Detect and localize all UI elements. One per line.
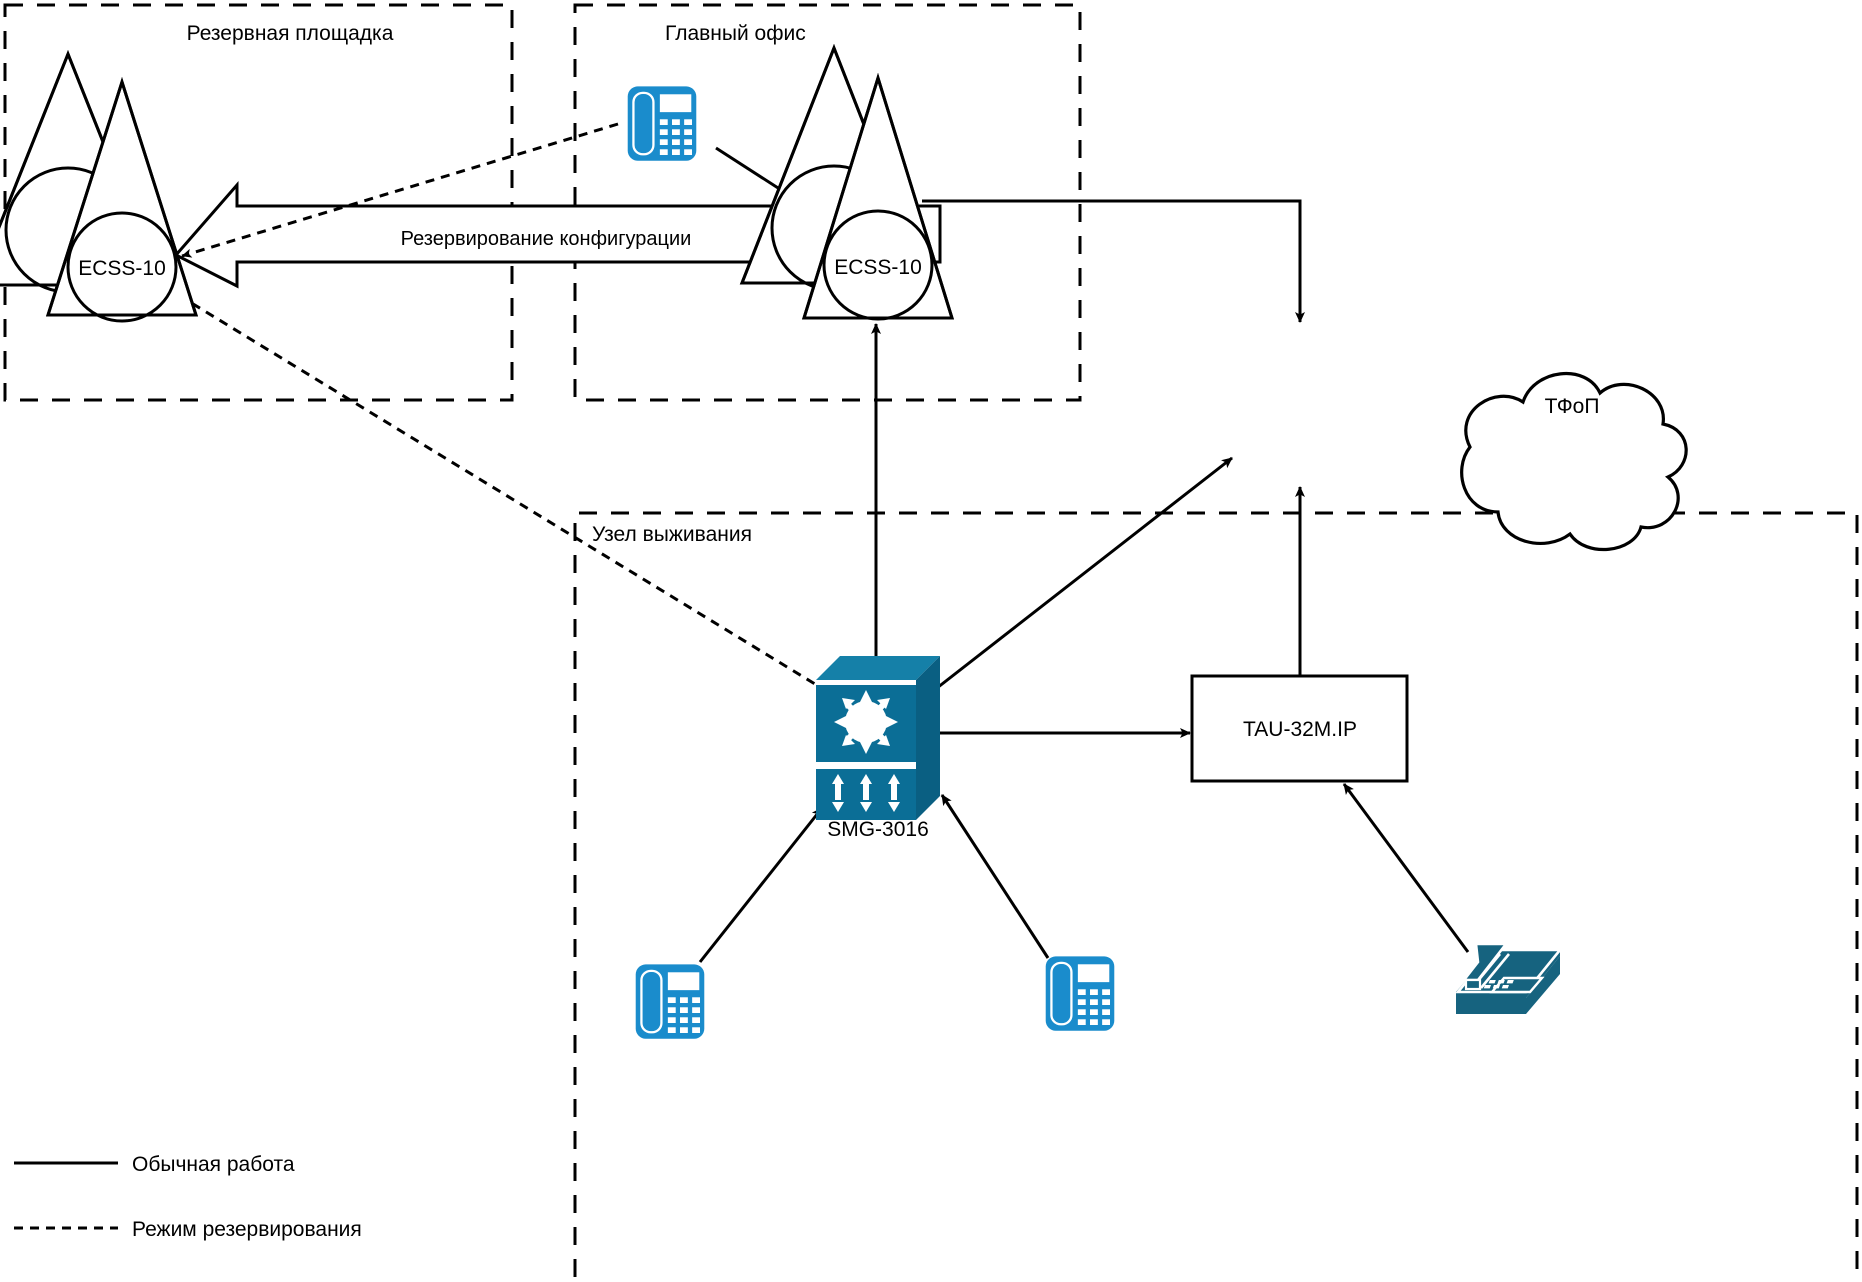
ecss-main-label: ECSS-10 xyxy=(834,256,922,279)
analog-phone-icon[interactable] xyxy=(1454,942,1562,1016)
zone-main-office: Главный офис xyxy=(573,3,1082,402)
pstn-cloud-label: ТФоП xyxy=(1545,395,1600,418)
ecss-backup-label: ECSS-10 xyxy=(78,257,166,280)
node-smg-3016[interactable]: SMG-3016 xyxy=(816,656,940,841)
smg-3016-label: SMG-3016 xyxy=(827,818,929,841)
node-ecss-main[interactable]: ECSS-10 xyxy=(739,43,955,321)
zone-survival-node-label: Узел выживания xyxy=(592,523,752,546)
smg-3016-device-icon xyxy=(816,656,940,820)
tau-32m-ip-box xyxy=(1190,674,1409,783)
node-ecss-backup[interactable]: ECSS-10 xyxy=(0,49,199,323)
ip-phone-survival-2-icon[interactable] xyxy=(1044,955,1116,1032)
link-analog-to-tau xyxy=(1342,783,1470,953)
node-pstn-cloud[interactable]: ТФоП xyxy=(1460,371,1688,552)
zone-main-office-border xyxy=(573,3,1082,402)
link-ecss-main-to-pstn xyxy=(922,199,1305,323)
legend: Обычная работа Режим резервирования xyxy=(14,1153,362,1241)
ecss-backup-circle-front xyxy=(66,211,178,323)
ecss-main-triangle-front-outline xyxy=(801,72,955,320)
ip-phone-main-office-icon[interactable] xyxy=(626,85,698,162)
link-phone2-to-smg xyxy=(940,794,1050,959)
link-smg-to-pstn xyxy=(927,456,1233,697)
ecss-backup-triangle-front-outline xyxy=(45,77,199,317)
link-smg-to-ecss-backup xyxy=(179,294,829,694)
config-backup-label: Резервирование конфигурации xyxy=(401,228,692,250)
tau-32m-ip-label: TAU-32M.IP xyxy=(1243,718,1357,741)
zone-survival-node-border xyxy=(573,511,1859,1277)
zone-backup-site-label: Резервная площадка xyxy=(187,22,394,45)
pstn-cloud-shape xyxy=(1460,371,1688,552)
link-phone-to-ecss-backup xyxy=(181,122,619,258)
legend-backup-label: Режим резервирования xyxy=(132,1218,362,1241)
link-phone1-to-smg xyxy=(698,807,824,963)
link-config-backup: Резервирование конфигурации xyxy=(173,180,942,289)
zone-survival-node: Узел выживания xyxy=(573,511,1859,1277)
ip-phone-survival-1-icon[interactable] xyxy=(634,963,706,1040)
node-tau-32m-ip[interactable]: TAU-32M.IP xyxy=(1190,674,1409,783)
legend-normal-label: Обычная работа xyxy=(132,1153,295,1176)
zone-main-office-label: Главный офис xyxy=(665,22,806,45)
